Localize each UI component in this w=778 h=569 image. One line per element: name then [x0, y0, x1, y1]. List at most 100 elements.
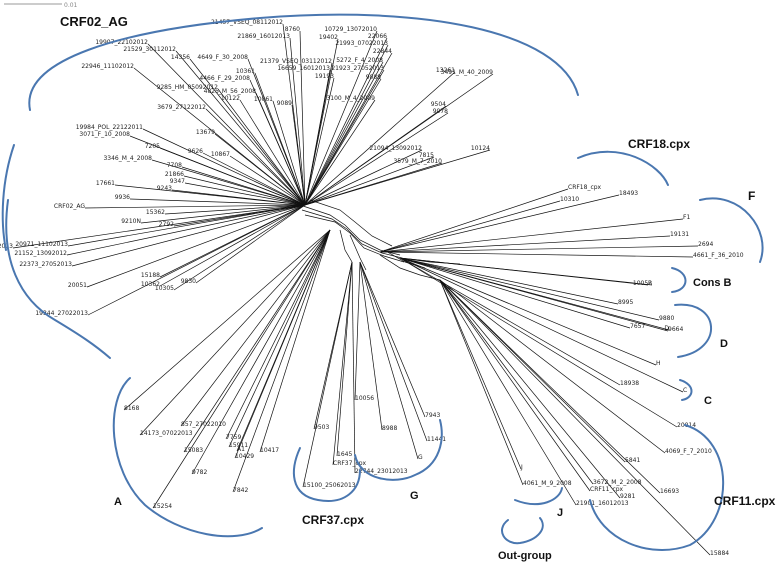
leaf-label: 21152_13092012: [14, 250, 67, 257]
leaf-label: 8760: [285, 26, 300, 33]
leaf-label: 10362: [141, 281, 160, 288]
leaf-label: 10310: [560, 196, 579, 203]
branch-line: [359, 261, 383, 431]
leaf-label: 3491_M_40_2009: [441, 69, 494, 76]
group-label-consb: Cons B: [693, 277, 732, 289]
branch-line: [304, 105, 447, 206]
leaf-label: 19193: [315, 73, 334, 80]
branch-line: [255, 92, 306, 206]
leaf-label: 7842: [233, 487, 248, 494]
leaf-label: CRF02_AG: [54, 203, 85, 210]
leaf-label: 9088: [366, 74, 381, 81]
leaf-label: 7205: [145, 143, 160, 150]
branch-line: [379, 200, 561, 253]
leaf-label: 19131: [670, 231, 689, 238]
leaf-label: 21866: [165, 171, 184, 178]
group-label-a: A: [114, 496, 122, 508]
leaf-label: 15884: [710, 550, 729, 557]
leaf-label: 15188: [141, 272, 160, 279]
leaf-label: 13679: [196, 129, 215, 136]
leaf-label: A1: [237, 446, 245, 453]
leaf-label: 14356: [171, 54, 190, 61]
leaf-label: 4466_F_29_2008: [199, 75, 250, 82]
branch-line: [139, 229, 331, 436]
branch-line: [399, 257, 669, 332]
branch-line: [202, 152, 306, 206]
crf02ag-arc: [28, 13, 579, 111]
leaf-label: 22946_11102012: [81, 63, 134, 70]
leaf-label: 13261: [436, 67, 455, 74]
branch-line: [379, 218, 684, 253]
leaf-label: F1: [683, 214, 690, 221]
branch-line: [140, 204, 306, 224]
c-arc: [679, 379, 693, 401]
leaf-label: 9664: [668, 326, 683, 333]
branch-line: [379, 251, 694, 258]
leaf-label: 3579_M_7_2010: [393, 158, 442, 165]
leaf-label: 15100_25062013: [303, 482, 356, 489]
branch-line: [272, 100, 306, 206]
leaf-label: 9782: [192, 469, 207, 476]
outgroup-arc: [501, 517, 544, 545]
branch-line: [152, 229, 331, 509]
leaf-label: 9880: [659, 315, 674, 322]
leaf-label: 21869_16012013: [237, 33, 290, 40]
branch-line: [159, 147, 306, 206]
crf37-arc: [293, 447, 361, 502]
leaf-label: 20971_11102013: [15, 241, 68, 248]
leaf-label: 7943: [425, 412, 440, 419]
branch-line: [304, 44, 389, 206]
scale-label: 0.01: [64, 2, 78, 9]
group-label-j: J: [557, 507, 563, 519]
branch-line: [439, 279, 591, 492]
branch-line: [379, 188, 569, 253]
branch-line: [12, 204, 306, 249]
leaf-label: 7815: [419, 152, 434, 159]
leaf-label: 11441: [427, 436, 446, 443]
branch-line: [225, 229, 331, 440]
branch-line: [332, 261, 353, 466]
leaf-label: 8995: [618, 299, 633, 306]
leaf-label: 8988: [382, 425, 397, 432]
branch-line: [304, 77, 335, 206]
leaf-label: 9347: [170, 178, 185, 185]
leaf-label: 9285_HM_05092012: [157, 84, 219, 91]
branch-line: [399, 257, 653, 286]
branch-line: [180, 229, 331, 427]
leaf-label: CRF11_cpx: [590, 486, 624, 493]
branch-line: [173, 204, 306, 291]
leaf-label: 10429: [235, 453, 254, 460]
branch-line: [71, 204, 306, 267]
branch-line: [351, 261, 356, 474]
leaf-label: 4069_F_7_2010: [665, 448, 712, 455]
leaf-label: 16693: [660, 488, 679, 495]
group-label-outgroup: Out-group: [498, 550, 552, 562]
branch-line: [254, 72, 306, 206]
branch-line: [439, 279, 661, 494]
leaf-label: 19344_27022013: [35, 310, 88, 317]
leaf-label: 10417: [260, 447, 279, 454]
leaf-label: 16659_16012013: [277, 65, 330, 72]
branch-line: [205, 108, 306, 206]
leaf-label: 5272_F_4_2008: [336, 57, 383, 64]
group-label-c: C: [704, 395, 712, 407]
d-arc: [674, 303, 712, 358]
branch-line: [304, 69, 331, 206]
group-label-g: G: [410, 490, 419, 502]
leaf-label: 15254: [153, 503, 172, 510]
branch-line: [129, 198, 306, 206]
branch-line: [84, 204, 306, 209]
leaf-label: CRF18_cpx: [568, 184, 602, 191]
leaf-label: 857_27022010: [181, 421, 226, 428]
group-label-crf37: CRF37.cpx: [302, 513, 364, 527]
leaf-label: 7759: [226, 434, 241, 441]
leaf-label: 3346_M_4_2008: [103, 155, 152, 162]
leaf-label: 18938: [620, 380, 639, 387]
group-label-crf11: CRF11.cpx: [714, 494, 776, 508]
branch-line: [299, 30, 306, 206]
leaf-label: 19907_22102012: [95, 39, 148, 46]
leaf-label: J: [520, 464, 523, 471]
branch-line: [181, 166, 306, 206]
f-arc: [699, 197, 764, 263]
